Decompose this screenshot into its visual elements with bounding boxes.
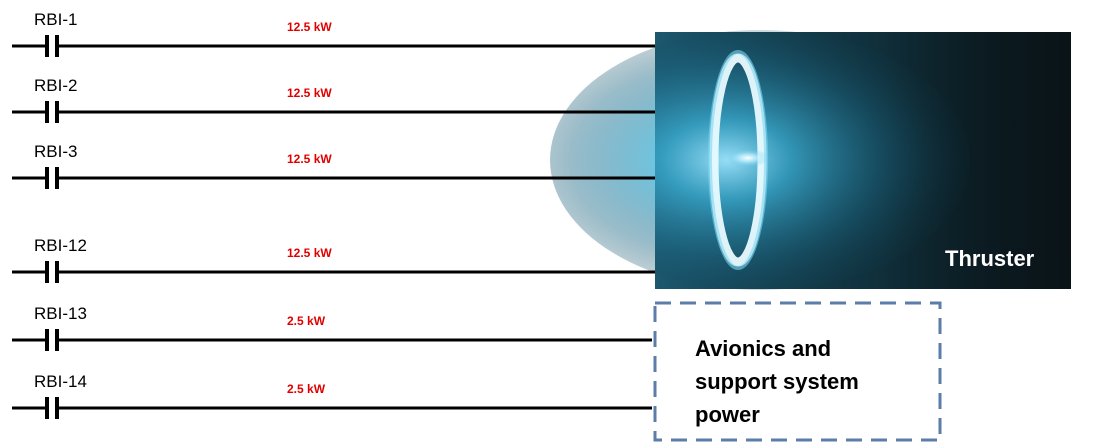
thruster-image <box>550 30 1071 290</box>
channel-rbi-14: RBI-14 2.5 kW <box>12 372 652 419</box>
rbi-label: RBI-12 <box>34 236 87 255</box>
thruster-label: Thruster <box>945 246 1035 271</box>
power-label: 2.5 kW <box>287 314 326 328</box>
power-label: 2.5 kW <box>287 382 326 396</box>
rbi-label: RBI-13 <box>34 304 87 323</box>
channel-rbi-1: RBI-1 12.5 kW <box>12 10 655 57</box>
rbi-label: RBI-14 <box>34 372 87 391</box>
power-label: 12.5 kW <box>287 152 332 166</box>
avionics-label-line-3: power <box>695 402 760 427</box>
rbi-label: RBI-1 <box>34 10 77 29</box>
rbi-label: RBI-3 <box>34 142 77 161</box>
power-label: 12.5 kW <box>287 246 332 260</box>
channel-rbi-2: RBI-2 12.5 kW <box>12 76 655 123</box>
channel-rbi-13: RBI-13 2.5 kW <box>12 304 652 351</box>
power-label: 12.5 kW <box>287 20 332 34</box>
channel-rbi-12: RBI-12 12.5 kW <box>12 236 655 283</box>
channel-rbi-3: RBI-3 12.5 kW <box>12 142 655 189</box>
rbi-label: RBI-2 <box>34 76 77 95</box>
power-label: 12.5 kW <box>287 86 332 100</box>
avionics-label-line-1: Avionics and <box>695 336 831 361</box>
avionics-label-line-2: support system <box>695 369 859 394</box>
avionics-box <box>653 301 942 442</box>
